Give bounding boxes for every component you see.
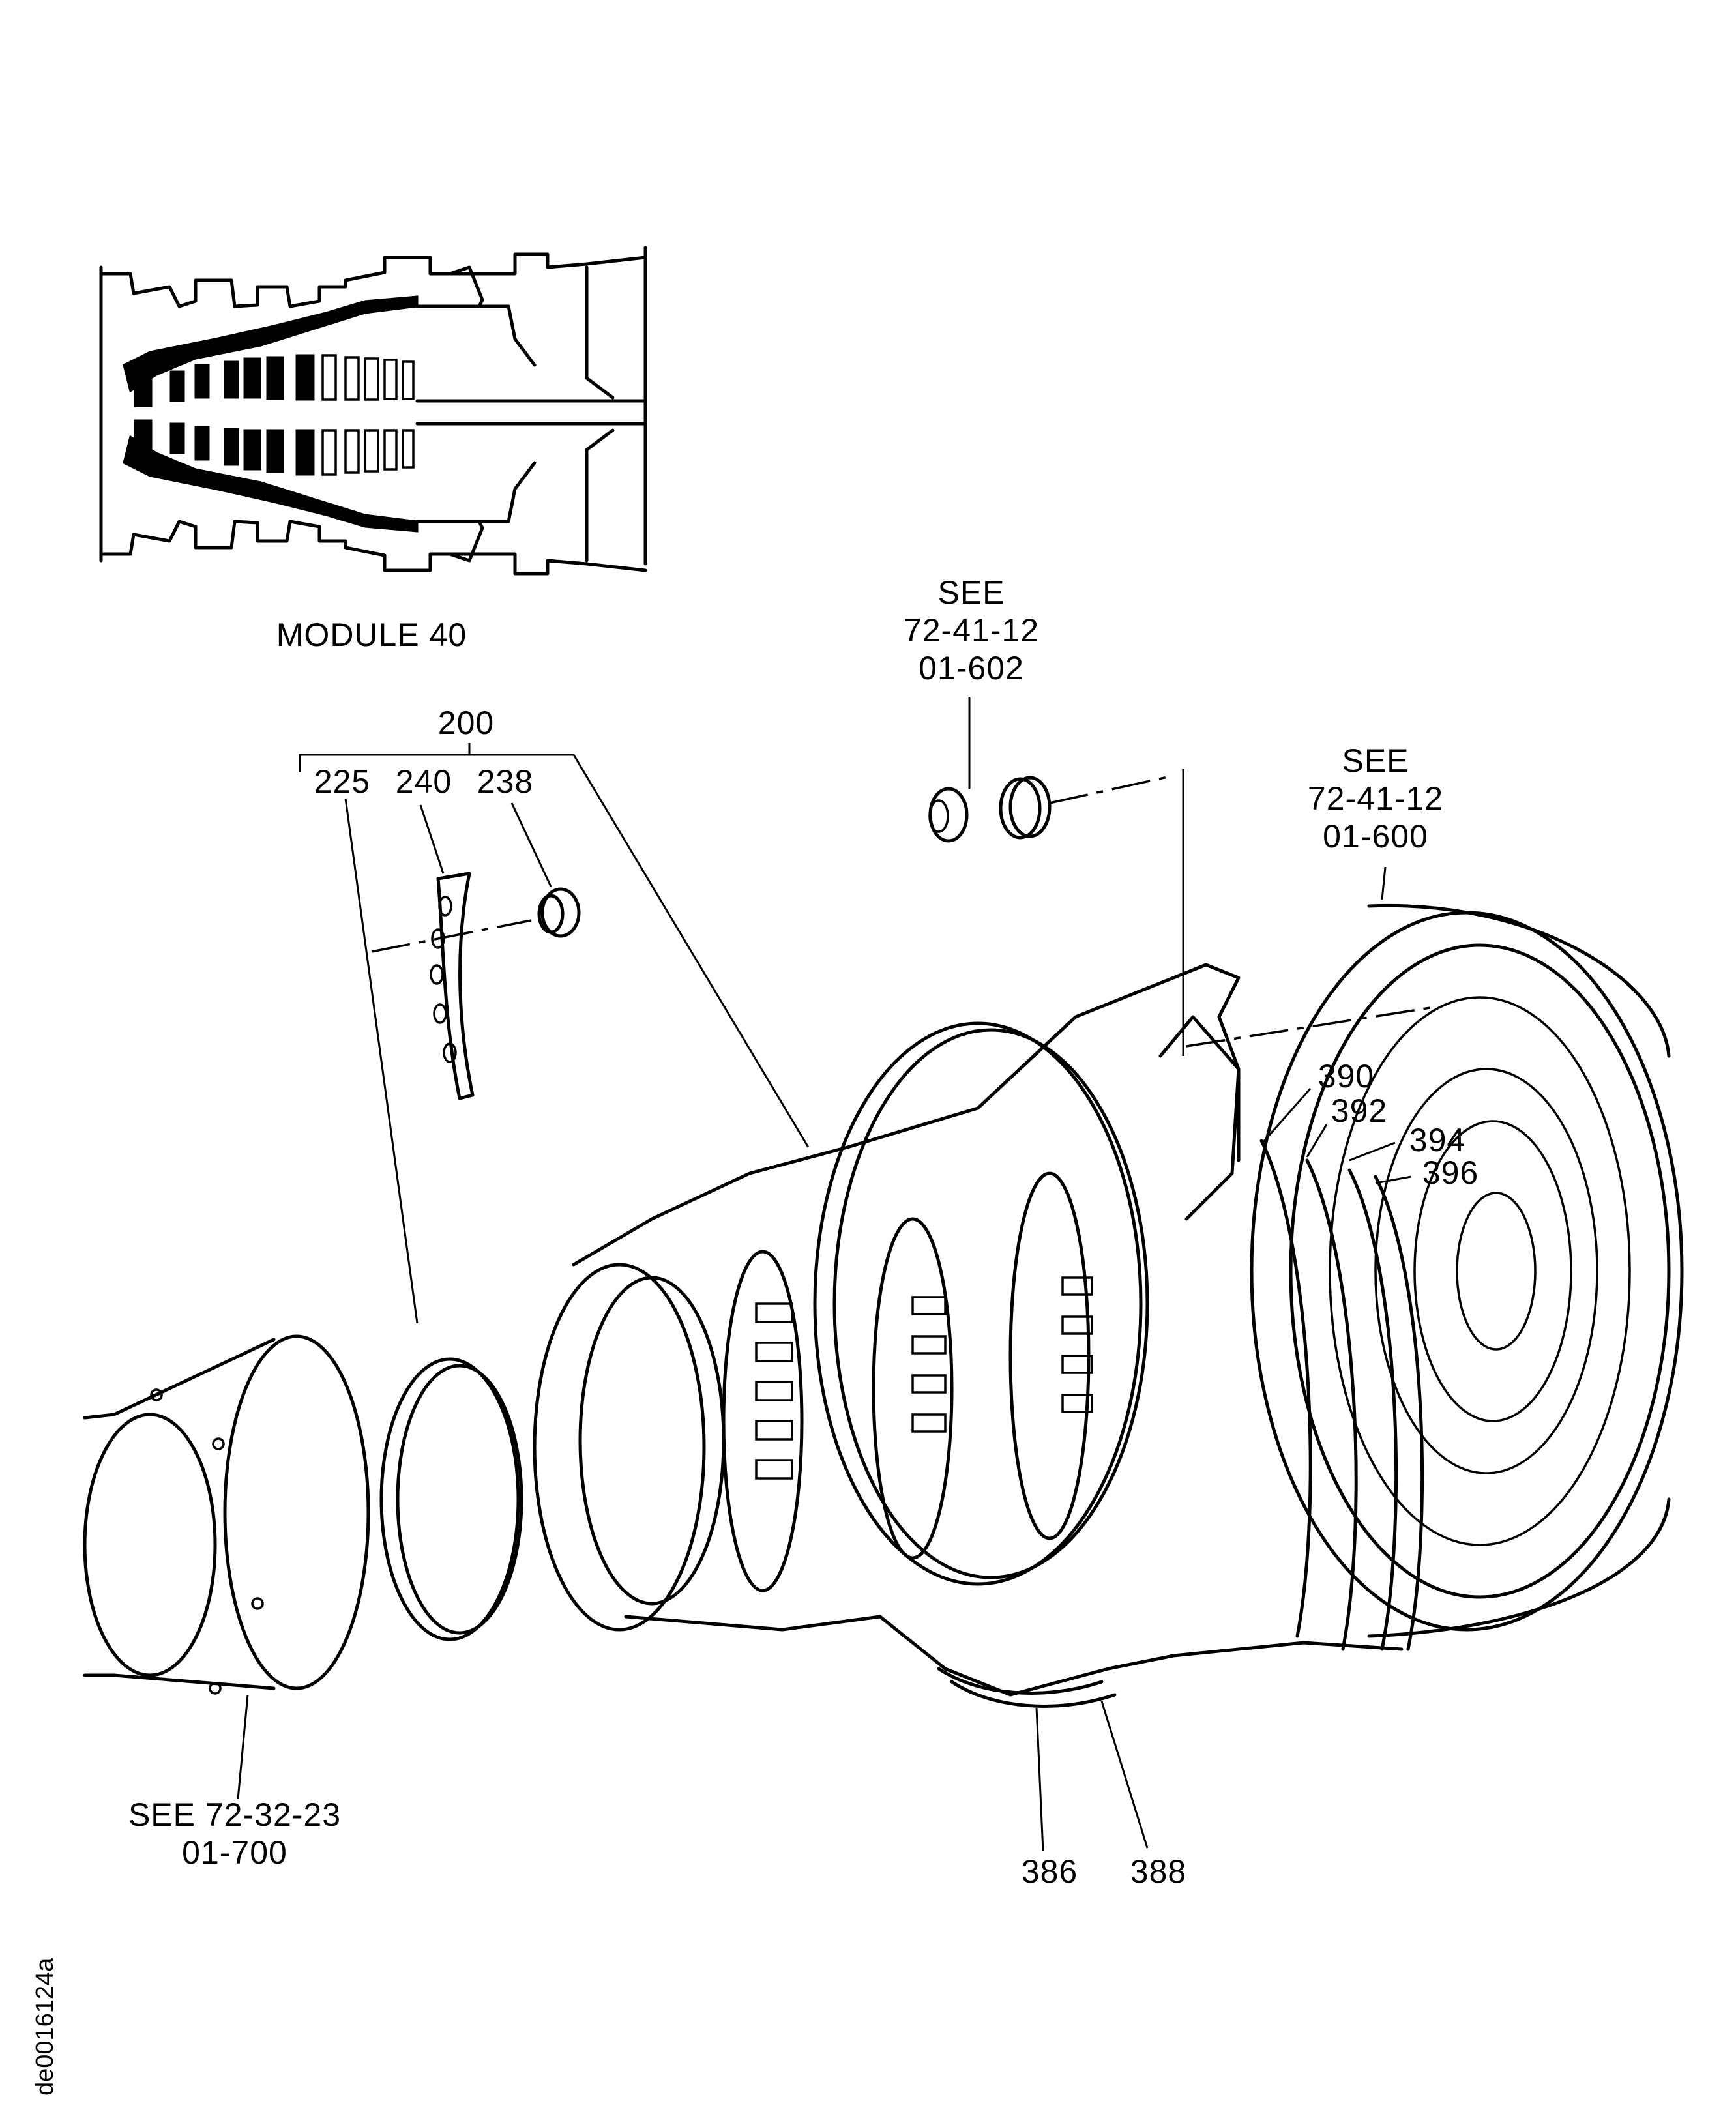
module-caption: MODULE 40 xyxy=(276,617,467,653)
callout-390: 390 xyxy=(1317,1058,1375,1094)
callout-200: 200 xyxy=(437,705,495,741)
ref-chapter: 72-41-12 xyxy=(1307,780,1444,817)
seal-rings-386-388 xyxy=(937,1667,1117,1708)
disc-stage-3 xyxy=(1008,1171,1093,1540)
bearing-parts xyxy=(928,697,1184,1056)
callout-240: 240 xyxy=(395,763,452,800)
nut-238 xyxy=(371,887,581,953)
disc-stage-2 xyxy=(872,1217,954,1560)
seal-ring-225 xyxy=(379,1357,523,1641)
callout-ref-01-600: SEE 72-41-12 01-600 xyxy=(1291,742,1460,855)
callout-ref-01-602: SEE 72-41-12 01-602 xyxy=(887,574,1056,687)
ref-see: SEE xyxy=(937,574,1005,611)
module-40-inset xyxy=(99,246,647,576)
callout-leaders-390-396 xyxy=(1260,1088,1412,1184)
rotor-assembly xyxy=(533,963,1424,1852)
ref-figure: 01-600 xyxy=(1323,818,1428,855)
callout-386: 386 xyxy=(1021,1853,1078,1890)
callout-ref-01-700: SEE 72-32-23 01-700 xyxy=(111,1796,359,1871)
compressor-disc-row-lower xyxy=(134,419,415,476)
disc-stage-1 xyxy=(722,1250,804,1592)
ref-see: SEE xyxy=(1342,742,1409,779)
front-case xyxy=(83,1334,370,1800)
callout-392: 392 xyxy=(1331,1093,1388,1129)
drawing-id: de0016124a xyxy=(31,1958,59,2096)
ref-line2: 01-700 xyxy=(182,1834,287,1871)
seal-rings-390-396 xyxy=(1259,1139,1424,1651)
compressor-disc-row-upper xyxy=(134,354,415,407)
callout-238: 238 xyxy=(477,763,534,800)
callout-396: 396 xyxy=(1422,1154,1479,1191)
assembly-200-bracket xyxy=(299,743,810,1324)
ref-chapter: 72-41-12 xyxy=(903,612,1040,649)
callout-388: 388 xyxy=(1130,1853,1187,1890)
callout-225: 225 xyxy=(314,763,371,800)
lock-plate-240 xyxy=(430,872,475,1100)
rear-disc-assembly xyxy=(1186,866,1684,1638)
ref-line1: SEE 72-32-23 xyxy=(128,1797,342,1833)
ref-figure: 01-602 xyxy=(919,650,1024,686)
callout-394: 394 xyxy=(1409,1122,1466,1158)
